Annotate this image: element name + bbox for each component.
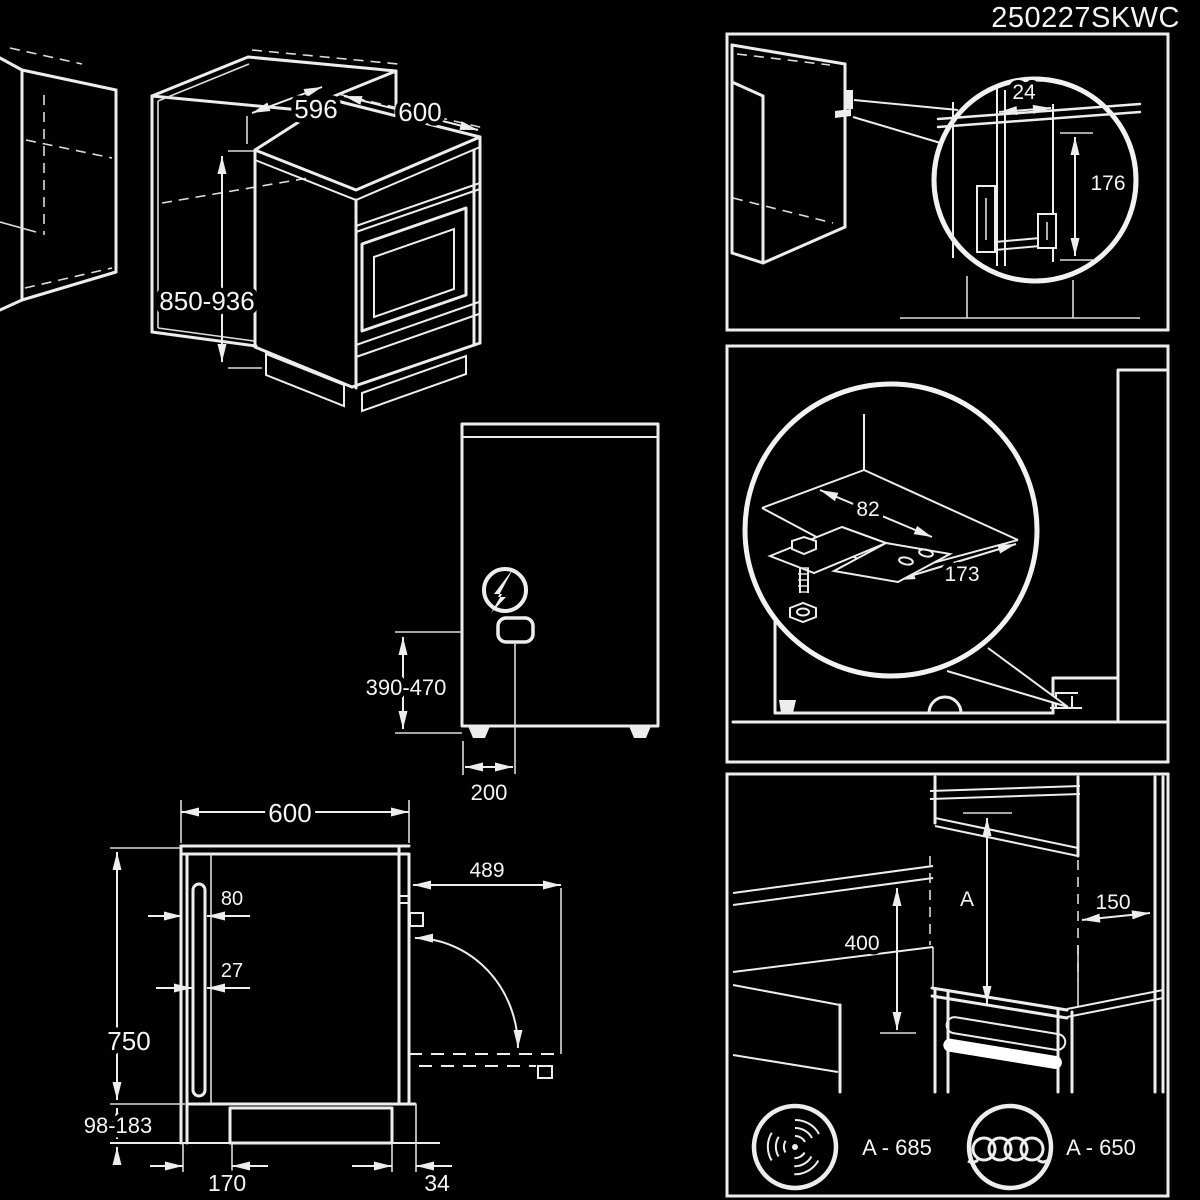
wall-bracket-balloon-content: 24 176 [936, 77, 1142, 266]
dim-173-label: 173 [944, 563, 979, 586]
dim-489-label: 489 [469, 859, 504, 882]
dim-596: 596 [246, 86, 342, 144]
niche-scene: 400 A 150 [732, 775, 1165, 1094]
dim-173: 173 [896, 543, 1017, 591]
dim-600-width: 600 [343, 93, 479, 132]
detail-cabinet [730, 43, 847, 265]
rear-panel [460, 422, 660, 728]
overview-scene: 596 600 850-936 [0, 47, 485, 413]
dim-600-width-label: 600 [398, 97, 441, 127]
wall-bracket-icon [835, 109, 851, 118]
dim-750-label: 750 [107, 1026, 150, 1056]
dim-24-label: 24 [1012, 81, 1036, 104]
wall-cabinet [929, 775, 1081, 858]
handle-bar [191, 882, 207, 1098]
dim-98-183-label: 98-183 [84, 1113, 153, 1138]
appliance-foot [468, 726, 490, 738]
dim-A-label: A [960, 888, 974, 911]
open-door-handle [537, 1065, 553, 1079]
dim-170-label: 170 [208, 1170, 246, 1196]
dim-200: 200 [462, 741, 513, 810]
dim-750: 750 [103, 847, 185, 1105]
dim-27: 27 [156, 956, 250, 993]
dim-596-label: 596 [294, 94, 337, 124]
lightning-icon [482, 567, 528, 613]
door-swing-arc [409, 933, 561, 1079]
dim-400: 400 [840, 888, 916, 1034]
dim-176: 176 [1060, 132, 1130, 261]
bolt-head-icon [791, 535, 817, 556]
roller-icon [927, 695, 963, 715]
dim-489: 489 [413, 855, 562, 1054]
rear-view-scene: 390-470 200 [361, 422, 660, 810]
dim-82: 82 [819, 489, 933, 538]
bracket-detail-icon [976, 185, 1057, 253]
fan-icon [751, 1103, 839, 1191]
dim-600-depth: 600 [180, 794, 410, 843]
drawing-number: 250227SKWC [991, 2, 1180, 34]
floor-bracket-balloon [742, 381, 1040, 679]
dim-390-470: 390-470 [361, 631, 462, 734]
dim-600-depth-label: 600 [268, 798, 311, 828]
nut-icon [789, 601, 817, 624]
dim-390-470-label: 390-470 [366, 675, 447, 700]
handle-bar-bright [943, 1016, 1067, 1069]
appliance-foot [779, 700, 796, 713]
coil-icon [966, 1103, 1054, 1191]
wall-bracket-icon [846, 90, 853, 109]
dim-150: 150 [1081, 887, 1151, 923]
niche-cooker [930, 986, 1074, 1094]
cabinet-niche [150, 49, 399, 348]
dim-98-183: 98-183 [79, 1108, 157, 1165]
dim-150-label: 150 [1095, 891, 1130, 914]
dim-850-936-label: 850-936 [159, 286, 254, 316]
rating-fan: A - 685 [751, 1103, 936, 1191]
rating-coil: A - 650 [966, 1103, 1140, 1191]
appliance-foot [629, 726, 651, 738]
side-view-scene: 600 80 27 750 98-183 [79, 794, 562, 1200]
dim-34-label: 34 [424, 1170, 450, 1196]
terminal-box [496, 616, 535, 644]
rating-coil-label: A - 650 [1066, 1135, 1136, 1160]
dim-80: 80 [148, 884, 250, 921]
panel-floor-bracket: 82 173 [725, 344, 1170, 764]
panel-wall-bracket: 24 176 [725, 32, 1170, 332]
dim-80-label: 80 [221, 888, 243, 910]
dim-170: 170 [150, 1143, 268, 1200]
dim-24: 24 [998, 77, 1052, 116]
dim-82-label: 82 [856, 498, 879, 521]
dim-850-936: 850-936 [155, 150, 262, 369]
dim-27-label: 27 [221, 960, 243, 982]
door-latch [409, 912, 424, 927]
dim-A: A [955, 812, 1012, 1004]
panel-niche: 400 A 150 [725, 772, 1170, 1198]
oven-door-window [360, 206, 468, 333]
floor-bracket-icon [767, 525, 954, 624]
cabinet-left [0, 47, 118, 312]
floor-bracket-balloon-content: 82 173 [761, 414, 1019, 624]
dim-176-label: 176 [1090, 172, 1125, 195]
plinth-recess [228, 1106, 394, 1145]
rating-fan-label: A - 685 [862, 1135, 932, 1160]
dim-34: 34 [352, 1104, 454, 1200]
cooker-isometric [253, 93, 485, 413]
dim-400-label: 400 [844, 932, 879, 955]
dim-200-label: 200 [471, 780, 508, 805]
